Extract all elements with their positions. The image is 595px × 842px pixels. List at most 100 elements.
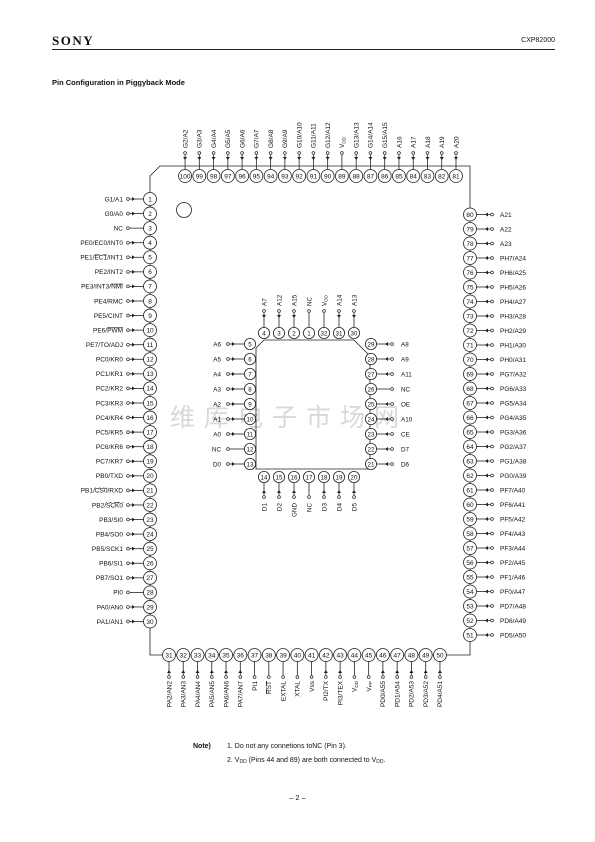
pin-17-pc5-kr5-circle xyxy=(143,425,157,440)
socket-pin-13-d0-circle xyxy=(243,457,256,470)
pin-8-pe4-rmc-circle xyxy=(143,294,157,308)
package-outline xyxy=(149,165,471,656)
pin-91-g11-a11-number: 91 xyxy=(310,173,318,180)
socket-pin-11-a0-circle xyxy=(243,427,256,440)
pin-83-a18-circle xyxy=(420,169,435,183)
pin-55-pf1-a46-label: PF1/A46 xyxy=(500,574,526,581)
pin-52-pd6-a49-circle xyxy=(463,613,477,628)
pin-22-pb2-sck0-number: 22 xyxy=(146,502,154,509)
socket-pin-3-a12-terminal xyxy=(277,309,281,313)
socket-pin-6-a5-circle xyxy=(243,352,256,365)
pin-51-pd5-a50-label: PD5/A50 xyxy=(500,632,526,639)
pin-93-g9-a9-label: G9/A9 xyxy=(282,129,289,148)
pin-88-g13-a13-number: 88 xyxy=(353,173,361,180)
pin-12-pc0-kr0-label: PC0/KR0 xyxy=(96,357,123,364)
pin-34-pa5-an5-terminal xyxy=(210,675,214,679)
pin-39-extal-terminal xyxy=(281,675,285,679)
notes-heading: Note) xyxy=(193,743,211,750)
pin-52-pd6-a49-label: PD6/A49 xyxy=(500,618,526,625)
pin-88-g13-a13-circle xyxy=(349,169,364,183)
pin-57-pf3-a44-label: PF3/A44 xyxy=(500,545,526,552)
pin-17-pc5-kr5-label: PC5/KR5 xyxy=(96,429,123,436)
pin-50-pd4-a51-number: 50 xyxy=(436,652,444,659)
pin-54-pf0-a47-terminal xyxy=(490,589,494,594)
pin-22-pb2-sck0-circle xyxy=(143,498,157,512)
socket-pin-27-a11-label: A11 xyxy=(401,371,412,378)
socket-pin-19-d4-terminal xyxy=(337,495,341,499)
pin-68-pg6-a33-terminal xyxy=(490,386,494,391)
pin-70-ph0-a31-number: 70 xyxy=(466,357,474,364)
socket-pin-31-a14-circle xyxy=(332,326,345,339)
socket-pin-23-ce-label: CE xyxy=(401,431,410,438)
pin-78-a23-label: A23 xyxy=(500,241,512,248)
pin-59-pf5-a42-number: 59 xyxy=(466,516,474,523)
pin-42-pi2-tx-number: 42 xyxy=(322,652,330,659)
pin-20-pb0-txd-terminal xyxy=(126,474,130,478)
pin-55-pf1-a46-number: 55 xyxy=(466,574,474,581)
socket-pin-1-nc-number: 1 xyxy=(307,330,311,337)
pin-60-pf6-a41-terminal xyxy=(490,502,494,507)
pin-82-a19-number: 82 xyxy=(438,173,446,180)
pin-98-g4-a4-terminal xyxy=(211,151,216,155)
pin-64-pg2-a37-terminal xyxy=(490,444,494,449)
pin-7-pe3-int3-nmi-number: 7 xyxy=(148,284,152,291)
pin-14-pc2-kr2-terminal xyxy=(126,386,130,391)
pin-87-g14-a14-circle xyxy=(363,169,378,183)
socket-pin-25-oe-circle xyxy=(364,397,377,410)
socket-pin-5-a6-circle xyxy=(243,337,256,350)
pin-32-pa3-an3-terminal xyxy=(181,675,186,679)
pin-63-pg1-a38-number: 63 xyxy=(466,458,474,465)
pin-86-g15-a15-label: G15/A15 xyxy=(382,122,389,148)
socket-pin-11-a0-number: 11 xyxy=(247,431,254,438)
pin-1-g1-a1-label: G1/A1 xyxy=(105,196,124,203)
pin-75-ph5-a26-circle xyxy=(463,280,477,294)
socket-pin-22-d7-circle xyxy=(364,442,377,455)
pin-96-g6-a6-circle xyxy=(235,169,250,183)
pin-12-pc0-kr0-circle xyxy=(143,352,157,367)
socket-pin-14-d1-label: D1 xyxy=(261,503,268,512)
pin-28-pi0-label: PI0 xyxy=(113,590,123,597)
pin-53-pd7-a48-number: 53 xyxy=(466,603,474,610)
socket-pin-5-a6-label: A6 xyxy=(213,341,221,348)
socket-pin-21-d6-circle xyxy=(364,457,377,470)
part-number: CXP82000 xyxy=(521,37,555,44)
socket-pin-14-d1-number: 14 xyxy=(261,474,268,481)
pin-6-pe2-int2-label: PE2/INT2 xyxy=(95,269,124,276)
pin-31-pa2-an2-number: 31 xyxy=(165,652,173,659)
pin-49-pd3-a52-label: PD3/A52 xyxy=(423,681,430,707)
pin-71-ph1-a30-terminal xyxy=(490,343,494,347)
pin-82-a19-label: A19 xyxy=(439,136,446,148)
pin-46-pd0-a55-terminal xyxy=(381,675,385,679)
pin-33-pa4-an4-circle xyxy=(190,648,205,662)
pin-20-pb0-txd-circle xyxy=(143,468,157,483)
pin-96-g6-a6-terminal xyxy=(240,151,244,155)
socket-pin-19-d4-circle xyxy=(332,470,345,483)
pin-36-pa7-an7-number: 36 xyxy=(237,652,245,659)
pin-78-a23-terminal xyxy=(490,241,494,246)
pin-54-pf0-a47-circle xyxy=(463,584,477,599)
pin-75-ph5-a26-label: PH5/A26 xyxy=(500,284,526,291)
pin-13-pc1-kr1-number: 13 xyxy=(146,371,154,378)
pin-80-a21-circle xyxy=(463,207,477,222)
socket-pin-4-a7-terminal xyxy=(262,309,266,313)
pin-71-ph1-a30-number: 71 xyxy=(466,342,474,349)
pin-67-pg5-a34-terminal xyxy=(490,401,494,405)
pin-76-ph6-a25-number: 76 xyxy=(466,270,474,277)
socket-pin-31-a14-terminal xyxy=(337,309,341,313)
pin-69-pg7-a32-circle xyxy=(463,367,477,381)
socket-pin-23-ce-terminal xyxy=(390,432,394,436)
pin-16-pc4-kr4-label: PC4/KR4 xyxy=(96,415,123,422)
pin-81-a20-number: 81 xyxy=(452,173,460,180)
pin-58-pf4-a43-terminal xyxy=(490,531,494,536)
socket-pin-10-a1-number: 10 xyxy=(247,416,254,423)
socket-pin-13-d0-terminal xyxy=(226,462,230,466)
pin-97-g5-a5-circle xyxy=(220,169,235,183)
pin-65-pg3-a36-circle xyxy=(463,425,477,439)
pin-100-g2-a2-circle xyxy=(178,169,192,183)
socket-pin-5-a6-terminal xyxy=(226,342,230,346)
socket-pin-17-nc-circle xyxy=(302,470,315,483)
socket-pin-16-gnd-circle xyxy=(287,470,300,483)
pin-65-pg3-a36-number: 65 xyxy=(466,429,474,436)
pin-98-g4-a4-number: 98 xyxy=(210,173,218,180)
pin-34-pa5-an5-number: 34 xyxy=(208,652,216,659)
